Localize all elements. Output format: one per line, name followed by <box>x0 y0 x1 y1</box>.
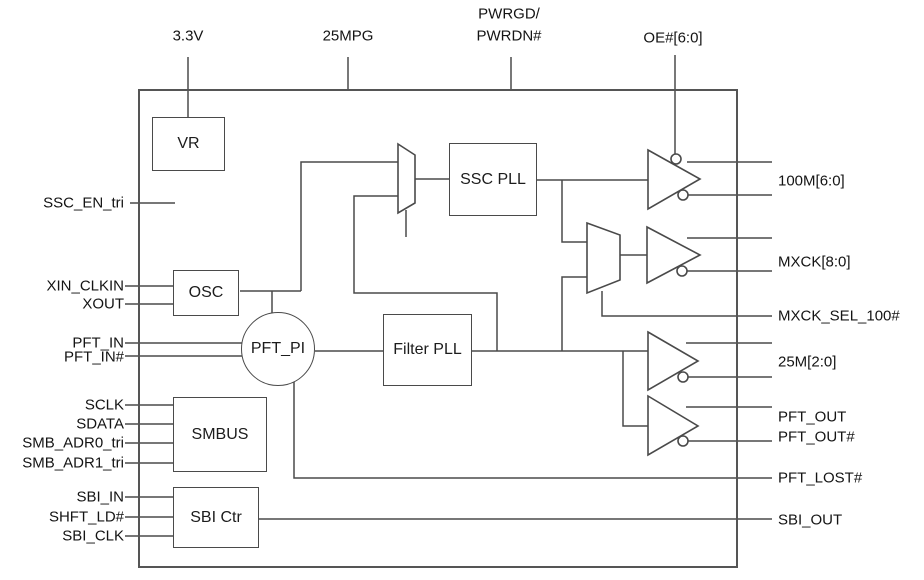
block-pft-pi: PFT_PI <box>241 312 315 386</box>
pin-pft-out: PFT_OUT <box>778 408 847 426</box>
pin-pwrgd-line1: PWRGD/ <box>478 5 540 23</box>
pin-sbi-out: SBI_OUT <box>778 511 843 529</box>
mux1-shape <box>397 142 416 215</box>
oe-enable-bubble <box>670 153 682 165</box>
block-ssc-pll: SSC PLL <box>449 143 537 216</box>
block-sbi-ctr-label: SBI Ctr <box>190 508 242 526</box>
pin-sdata: SDATA <box>76 415 124 433</box>
pin-ssc-en-tri: SSC_EN_tri <box>43 194 124 212</box>
wire-to-pft-buffer <box>622 351 648 427</box>
wire-filterpll-feedback <box>353 195 498 351</box>
pin-xout: XOUT <box>82 295 124 313</box>
buffer-100m <box>647 148 702 211</box>
pin-smb-adr0: SMB_ADR0_tri <box>22 434 124 452</box>
bubble-pftout-comp <box>677 435 689 447</box>
pin-pwrgd-line2: PWRDN# <box>476 27 542 45</box>
buffer-25m <box>647 330 700 392</box>
pin-3v3: 3.3V <box>172 27 204 45</box>
wire-osc-to-mux1 <box>300 161 398 291</box>
pin-shft-ld: SHFT_LD# <box>48 508 124 526</box>
bubble-25m-comp <box>677 371 689 383</box>
wire-mxck-sel <box>601 291 772 317</box>
pin-mxck-sel: MXCK_SEL_100# <box>778 307 900 325</box>
pin-smb-adr1: SMB_ADR1_tri <box>22 454 124 472</box>
pin-pft-out-b: PFT_OUT# <box>778 428 855 446</box>
pin-oe: OE#[6:0] <box>643 29 703 47</box>
pin-pft-in-b: PFT_IN# <box>63 348 124 366</box>
block-vr-label: VR <box>177 135 200 152</box>
block-filter-pll: Filter PLL <box>383 314 472 386</box>
block-filter-pll-label: Filter PLL <box>393 341 462 358</box>
pin-sbi-in: SBI_IN <box>76 488 124 506</box>
buffer-mxck <box>646 225 702 285</box>
pin-mxck: MXCK[8:0] <box>778 253 851 271</box>
wire-sscpll-to-mux2 <box>561 180 587 243</box>
mux2-shape <box>586 221 621 295</box>
pin-100m: 100M[6:0] <box>778 172 845 190</box>
pin-25m: 25M[2:0] <box>778 353 837 371</box>
block-smbus-label: SMBUS <box>191 425 249 443</box>
block-sbi-ctr: SBI Ctr <box>173 487 259 548</box>
block-osc: OSC <box>173 270 239 316</box>
block-osc-label: OSC <box>188 284 224 301</box>
pin-sbi-clk: SBI_CLK <box>62 527 124 545</box>
block-ssc-pll-label: SSC PLL <box>460 170 526 188</box>
block-pft-pi-label: PFT_PI <box>250 340 306 357</box>
block-smbus: SMBUS <box>173 397 267 472</box>
bubble-mxck-comp <box>676 265 688 277</box>
pin-pft-lost: PFT_LOST# <box>778 469 863 487</box>
buffer-pftout <box>647 394 700 457</box>
pin-25mpg: 25MPG <box>322 27 374 45</box>
bubble-100m-comp <box>677 189 689 201</box>
pin-xin-clkin: XIN_CLKIN <box>46 277 124 295</box>
pin-pft-in: PFT_IN <box>72 334 124 352</box>
block-vr: VR <box>152 117 225 171</box>
chip-outline <box>138 89 738 568</box>
pin-sclk: SCLK <box>84 396 124 414</box>
wire-main-to-mux2 <box>561 276 587 351</box>
wire-pft-lost <box>293 382 772 479</box>
